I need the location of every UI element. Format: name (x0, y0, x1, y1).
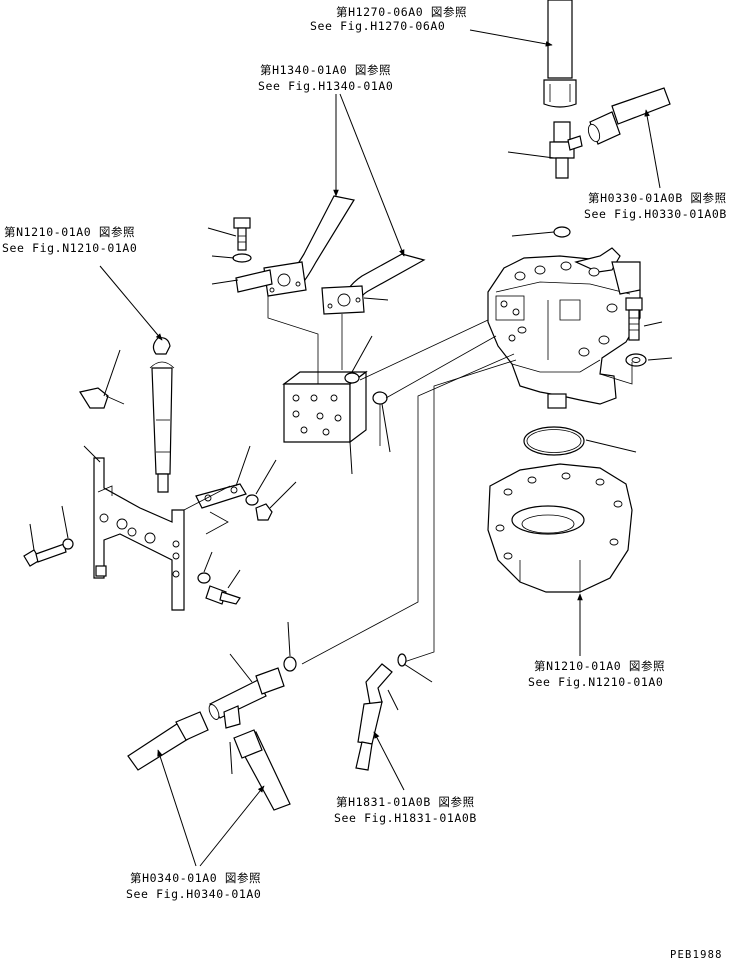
ref-n1210-left-jp: 第N1210-01A0 図参照 (4, 225, 135, 239)
ref-h1340-jp: 第H1340-01A0 図参照 (260, 63, 391, 77)
ref-h0340-jp: 第H0340-01A0 図参照 (130, 871, 261, 885)
ref-n1210-right-en: See Fig.N1210-01A0 (528, 675, 663, 689)
drawing-code: PEB1988 (670, 949, 723, 961)
flange-washer (232, 253, 252, 263)
motor-bolt (625, 297, 643, 341)
clamp (79, 387, 125, 409)
adapter-block (282, 370, 368, 444)
hose-right (321, 253, 426, 315)
ref-n1210-left-en: See Fig.N1210-01A0 (2, 241, 137, 255)
hose-lower-right (233, 729, 291, 811)
left-bolt (23, 543, 67, 567)
o-ring-top (553, 226, 571, 238)
bracket-plate (93, 457, 185, 611)
ref-h1270-jp: 第H1270-06A0 図参照 (336, 5, 467, 19)
hose-left (263, 195, 355, 297)
large-o-ring (523, 426, 585, 456)
motor-body (487, 247, 641, 409)
ref-h0330-en: See Fig.H0330-01A0B (584, 207, 727, 221)
block-o-ring-1 (344, 372, 360, 384)
elbow-o-ring (397, 653, 407, 667)
elbow-fitting (355, 663, 393, 771)
lower-washer (197, 572, 211, 584)
hose-lower-left (127, 711, 209, 771)
housing (487, 463, 633, 593)
union-fitting (549, 121, 583, 179)
left-washer (62, 538, 74, 550)
ref-h0340-en: See Fig.H0340-01A0 (126, 887, 261, 901)
ref-h0330-jp: 第H0330-01A0B 図参照 (588, 191, 727, 205)
tee-fitting (208, 667, 285, 729)
lower-bolt (205, 585, 241, 605)
flange-bolt (233, 217, 251, 251)
ref-n1210-right-jp: 第N1210-01A0 図参照 (534, 659, 665, 673)
split-flange (235, 269, 273, 293)
ref-h1270-en: See Fig.H1270-06A0 (310, 19, 445, 33)
link-nut (255, 503, 273, 521)
ref-h1831-en: See Fig.H1831-01A0B (334, 811, 477, 825)
cylinder-rod (149, 337, 175, 493)
upper-right-pipe (587, 87, 671, 145)
top-pipe (543, 0, 577, 108)
ref-h1340-en: See Fig.H1340-01A0 (258, 79, 393, 93)
block-o-ring-2 (372, 391, 388, 405)
tee-o-ring (283, 656, 297, 672)
link-plate (195, 483, 247, 509)
ref-h1831-jp: 第H1831-01A0B 図参照 (336, 795, 475, 809)
link-washer (245, 494, 259, 506)
